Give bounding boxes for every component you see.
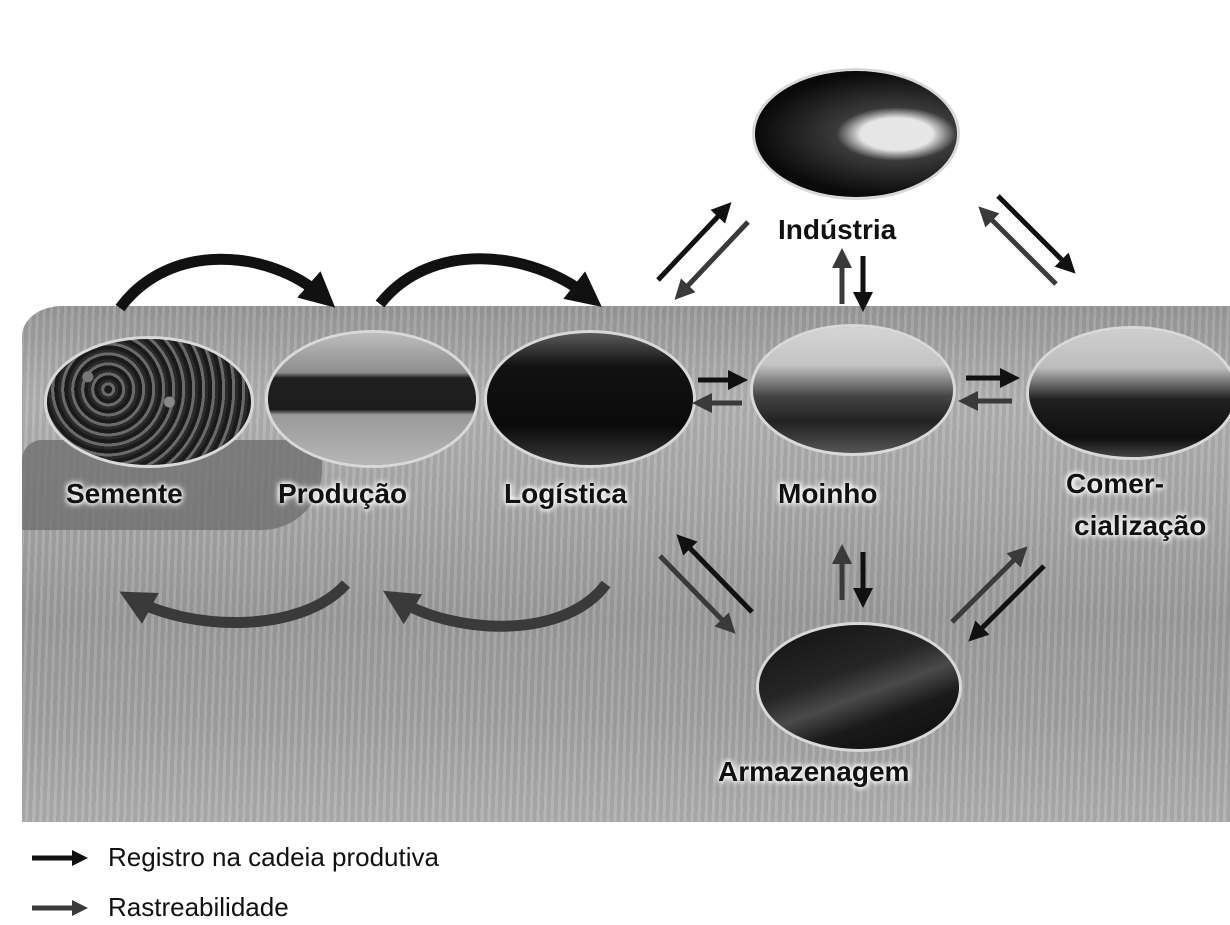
arrow-right-icon — [32, 899, 88, 916]
legend-registro: Registro na cadeia produtiva — [30, 842, 439, 873]
industria-photo — [752, 68, 960, 200]
legend-registro-label: Registro na cadeia produtiva — [108, 842, 439, 872]
arrow-comercializacao-armazenagem — [968, 564, 1046, 642]
curved-arrow-producao-semente — [119, 580, 351, 628]
comercializacao-photo — [1026, 326, 1230, 460]
label-industria: Indústria — [778, 214, 897, 245]
curved-arrow-producao-logistica — [375, 253, 602, 308]
curved-arrow-semente-producao — [115, 253, 336, 312]
arrow-logistica-industria — [656, 202, 732, 282]
arrow-armazenagem-comercializacao — [950, 546, 1028, 624]
arrow-industria-comercializacao — [996, 194, 1076, 274]
label-armazenagem: Armazenagem — [718, 756, 910, 787]
curved-arrow-logistica-producao — [382, 580, 611, 632]
arrow-armazenagem-logistica — [676, 534, 754, 614]
semente-photo — [44, 336, 254, 468]
label-moinho: Moinho — [778, 478, 878, 509]
label-semente: Semente — [66, 478, 183, 509]
legend-rastreabilidade-label: Rastreabilidade — [108, 892, 289, 922]
label-logistica: Logística — [504, 478, 627, 509]
label-comercializacao-line1: Comer- — [1066, 468, 1165, 499]
arrow-industria-logistica — [674, 220, 750, 300]
label-comercializacao-line2: cialização — [1074, 510, 1207, 541]
arrow-logistica-armazenagem — [658, 554, 736, 634]
label-producao: Produção — [278, 478, 408, 509]
producao-photo — [265, 330, 479, 468]
armazenagem-photo — [756, 622, 962, 752]
moinho-photo — [750, 324, 956, 456]
legend-rastreabilidade: Rastreabilidade — [30, 892, 289, 923]
arrow-right-icon — [32, 849, 88, 866]
arrow-comercializacao-industria — [978, 206, 1058, 286]
